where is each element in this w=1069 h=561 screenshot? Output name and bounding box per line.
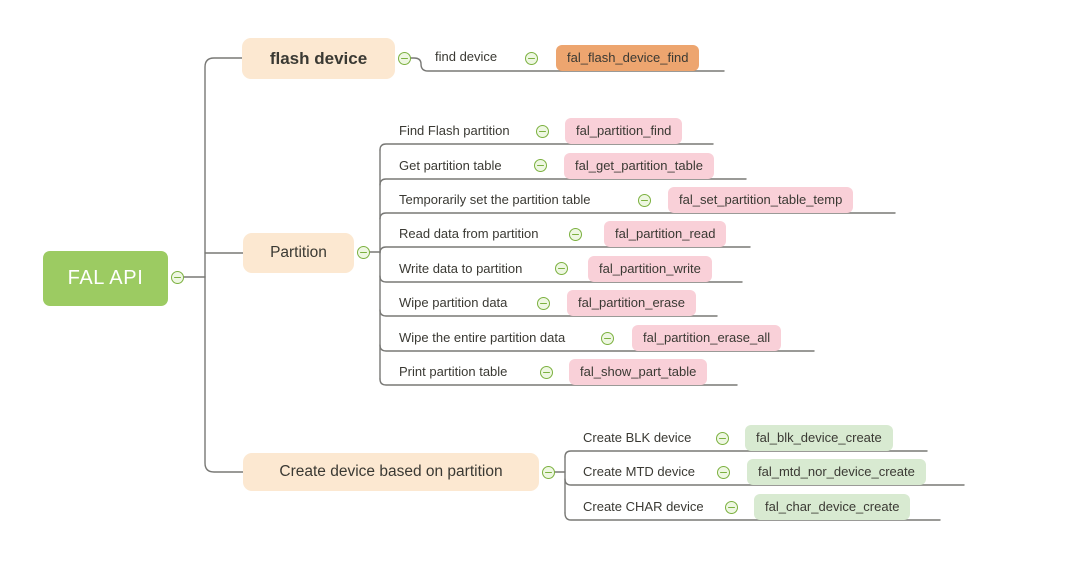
leaf-topic-label[interactable]: Create CHAR device	[583, 499, 704, 514]
leaf-topic-label[interactable]: Wipe the entire partition data	[399, 330, 566, 345]
leaf-topic-label[interactable]: Get partition table	[399, 158, 502, 173]
function-box[interactable]: fal_partition_find	[565, 118, 683, 144]
minus-icon	[720, 471, 727, 474]
function-box[interactable]: fal_flash_device_find	[556, 45, 700, 71]
branch-topic-create-device[interactable]: Create device based on partition	[243, 453, 539, 491]
minus-icon	[545, 471, 552, 474]
function-box[interactable]: fal_show_part_table	[569, 359, 708, 385]
function-box[interactable]: fal_partition_read	[604, 221, 727, 247]
minus-icon	[641, 199, 648, 202]
collapse-icon[interactable]	[537, 297, 550, 310]
collapse-icon[interactable]	[717, 466, 730, 479]
collapse-icon[interactable]	[534, 159, 547, 172]
minus-icon	[401, 57, 408, 60]
minus-icon	[572, 233, 579, 236]
collapse-icon[interactable]	[716, 432, 729, 445]
leaf-topic-label[interactable]: Print partition table	[399, 364, 508, 379]
collapse-icon[interactable]	[357, 246, 370, 259]
function-box[interactable]: fal_partition_erase	[567, 290, 696, 316]
collapse-icon[interactable]	[525, 52, 538, 65]
collapse-icon[interactable]	[542, 466, 555, 479]
function-box[interactable]: fal_partition_write	[588, 256, 712, 282]
collapse-icon[interactable]	[536, 125, 549, 138]
minus-icon	[543, 371, 550, 374]
function-box[interactable]: fal_set_partition_table_temp	[668, 187, 854, 213]
function-box[interactable]: fal_get_partition_table	[564, 153, 714, 179]
minus-icon	[539, 130, 546, 133]
minus-icon	[719, 437, 726, 440]
minus-icon	[728, 506, 735, 509]
leaf-topic-label[interactable]: Find Flash partition	[399, 123, 510, 138]
leaf-topic-label[interactable]: Wipe partition data	[399, 295, 508, 310]
collapse-icon[interactable]	[171, 271, 184, 284]
minus-icon	[558, 267, 565, 270]
collapse-icon[interactable]	[601, 332, 614, 345]
function-box[interactable]: fal_blk_device_create	[745, 425, 893, 451]
collapse-icon[interactable]	[638, 194, 651, 207]
leaf-topic-label[interactable]: Temporarily set the partition table	[399, 192, 591, 207]
minus-icon	[528, 57, 535, 60]
collapse-icon[interactable]	[398, 52, 411, 65]
minus-icon	[540, 302, 547, 305]
minus-icon	[537, 164, 544, 167]
function-box[interactable]: fal_partition_erase_all	[632, 325, 782, 351]
function-box[interactable]: fal_mtd_nor_device_create	[747, 459, 926, 485]
branch-topic-partition[interactable]: Partition	[243, 233, 354, 273]
minus-icon	[360, 251, 367, 254]
function-box[interactable]: fal_char_device_create	[754, 494, 911, 520]
collapse-icon[interactable]	[555, 262, 568, 275]
leaf-topic-label[interactable]: Write data to partition	[399, 261, 523, 276]
minus-icon	[604, 337, 611, 340]
root-topic-fal-api[interactable]: FAL API	[43, 251, 168, 306]
leaf-topic-label[interactable]: Read data from partition	[399, 226, 539, 241]
leaf-topic-label[interactable]: find device	[435, 49, 498, 64]
branch-topic-flash-device[interactable]: flash device	[242, 38, 395, 79]
collapse-icon[interactable]	[569, 228, 582, 241]
leaf-topic-label[interactable]: Create BLK device	[583, 430, 692, 445]
minus-icon	[174, 276, 181, 279]
collapse-icon[interactable]	[725, 501, 738, 514]
collapse-icon[interactable]	[540, 366, 553, 379]
leaf-topic-label[interactable]: Create MTD device	[583, 464, 695, 479]
